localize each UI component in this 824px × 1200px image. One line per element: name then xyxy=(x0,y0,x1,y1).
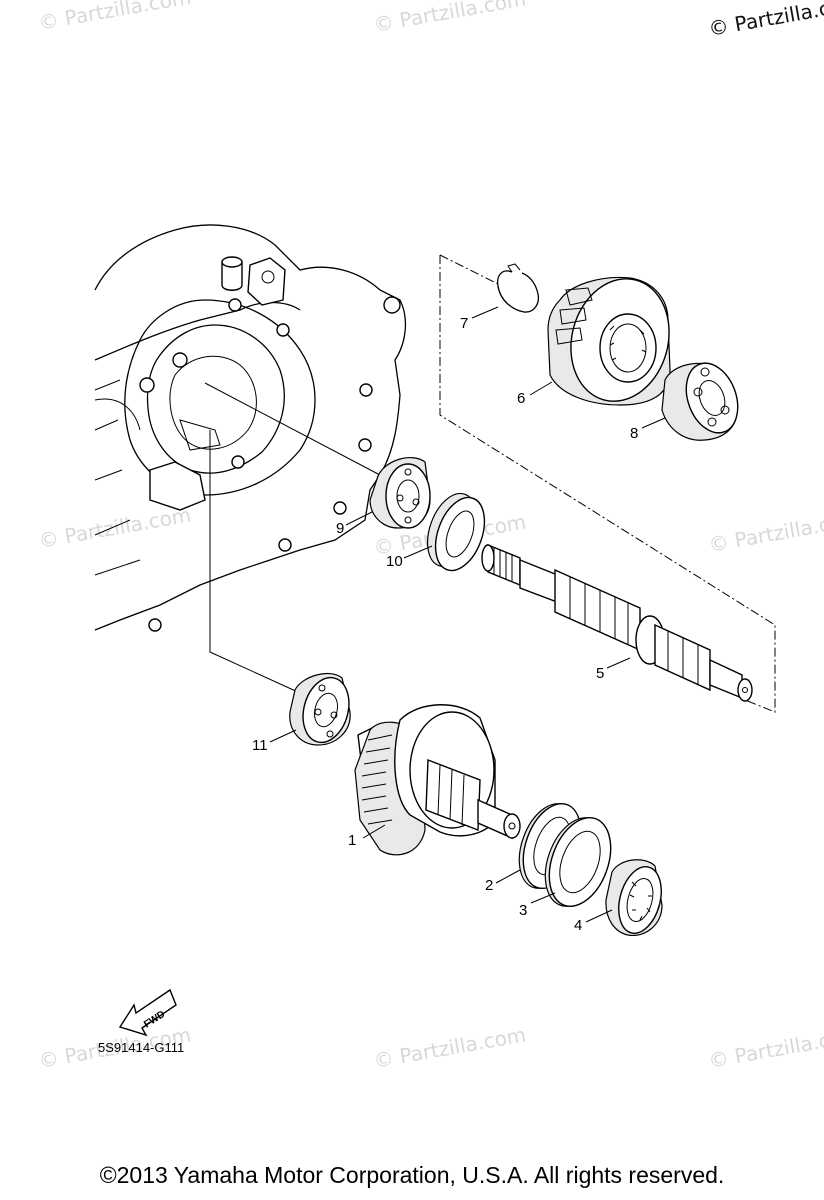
callouts: 1 2 3 4 5 6 7 8 9 10 11 xyxy=(252,306,666,934)
washer-part-3 xyxy=(544,817,612,907)
axle-shaft-part-5 xyxy=(481,543,753,702)
bearing-part-8 xyxy=(661,362,739,441)
gear-part-1 xyxy=(354,704,521,856)
crankcase-housing xyxy=(94,224,407,632)
callout-5: 5 xyxy=(596,665,604,682)
watermark: © Partzilla.com xyxy=(707,1022,824,1072)
callout-4: 4 xyxy=(574,917,582,934)
watermark: © Partzilla.com xyxy=(707,506,824,556)
reference-lines xyxy=(204,254,776,713)
watermark: © Partzilla.com xyxy=(37,502,193,552)
callout-6: 6 xyxy=(517,390,525,407)
callout-2: 2 xyxy=(485,877,493,894)
corner-watermark: © Partzilla.com xyxy=(707,0,824,41)
bearing-part-9 xyxy=(369,457,431,529)
callout-9: 9 xyxy=(336,520,344,537)
watermark: © Partzilla.com xyxy=(372,1022,528,1072)
callout-10: 10 xyxy=(386,553,403,570)
watermark: © Partzilla.com xyxy=(37,0,193,35)
callout-8: 8 xyxy=(630,425,638,442)
fwd-arrow-icon: FWD xyxy=(118,988,177,1037)
diagram-code: 5S91414-G111 xyxy=(98,1040,184,1055)
copyright-notice: ©2013 Yamaha Motor Corporation, U.S.A. A… xyxy=(99,1162,725,1188)
circlip-part-7 xyxy=(496,263,540,313)
needle-bearing-part-4 xyxy=(605,859,663,936)
oil-seal-part-10 xyxy=(426,492,486,572)
callout-7: 7 xyxy=(460,315,468,332)
bearing-part-11 xyxy=(289,673,351,746)
callout-11: 11 xyxy=(252,737,268,754)
callout-3: 3 xyxy=(519,902,527,919)
callout-1: 1 xyxy=(348,832,356,849)
watermark: © Partzilla.com xyxy=(372,0,528,37)
gear-part-6 xyxy=(547,276,671,406)
